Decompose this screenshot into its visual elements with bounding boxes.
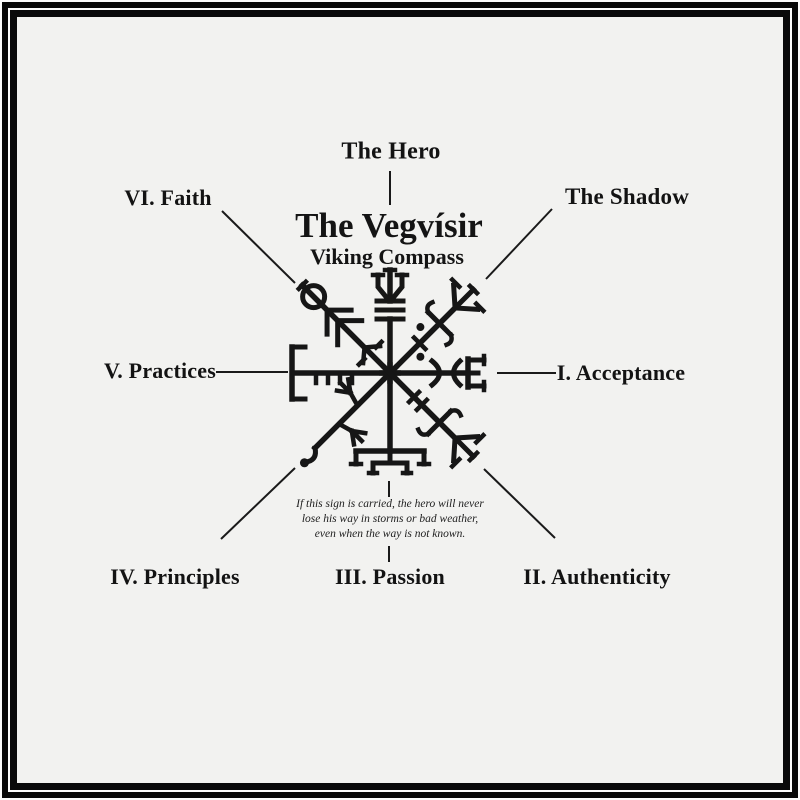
page-subtitle: Viking Compass [310, 244, 464, 269]
page-title: The Vegvísir [295, 206, 483, 245]
spoke-label-shadow: The Shadow [564, 184, 690, 209]
spoke-label-passion: III. Passion [335, 564, 445, 589]
spoke-label-principles: IV. Principles [110, 564, 240, 589]
spoke-label-hero: The Hero [341, 138, 441, 165]
vegvisir-symbol-icon [289, 267, 487, 476]
connector-faith-line [221, 210, 296, 284]
vegvisir-arm-west [289, 344, 401, 402]
vegvisir-arm-northwest [295, 278, 400, 383]
connector-principles-line [220, 467, 296, 540]
spoke-label-faith: VI. Faith [124, 185, 212, 210]
spoke-label-practices: V. Practices [104, 358, 216, 383]
quote: If this sign is carried, the hero will n… [230, 497, 550, 542]
vegvisir-arm-southwest [299, 363, 400, 468]
spoke-label-acceptance: I. Acceptance [556, 360, 686, 385]
connector-shadow-line [485, 208, 553, 280]
quote-line-3: even when the way is not known. [314, 528, 466, 540]
spoke-label-authenticity: II. Authenticity [523, 564, 671, 589]
inner-frame [10, 10, 790, 790]
quote-line-1: If this sign is carried, the hero will n… [296, 498, 484, 510]
quote-line-2: lose his way in storms or bad weather, [301, 513, 479, 525]
connector-authenticity-line [483, 468, 556, 539]
vegvisir-arm-southeast [380, 363, 487, 470]
vegvisir-arm-south [348, 362, 432, 476]
